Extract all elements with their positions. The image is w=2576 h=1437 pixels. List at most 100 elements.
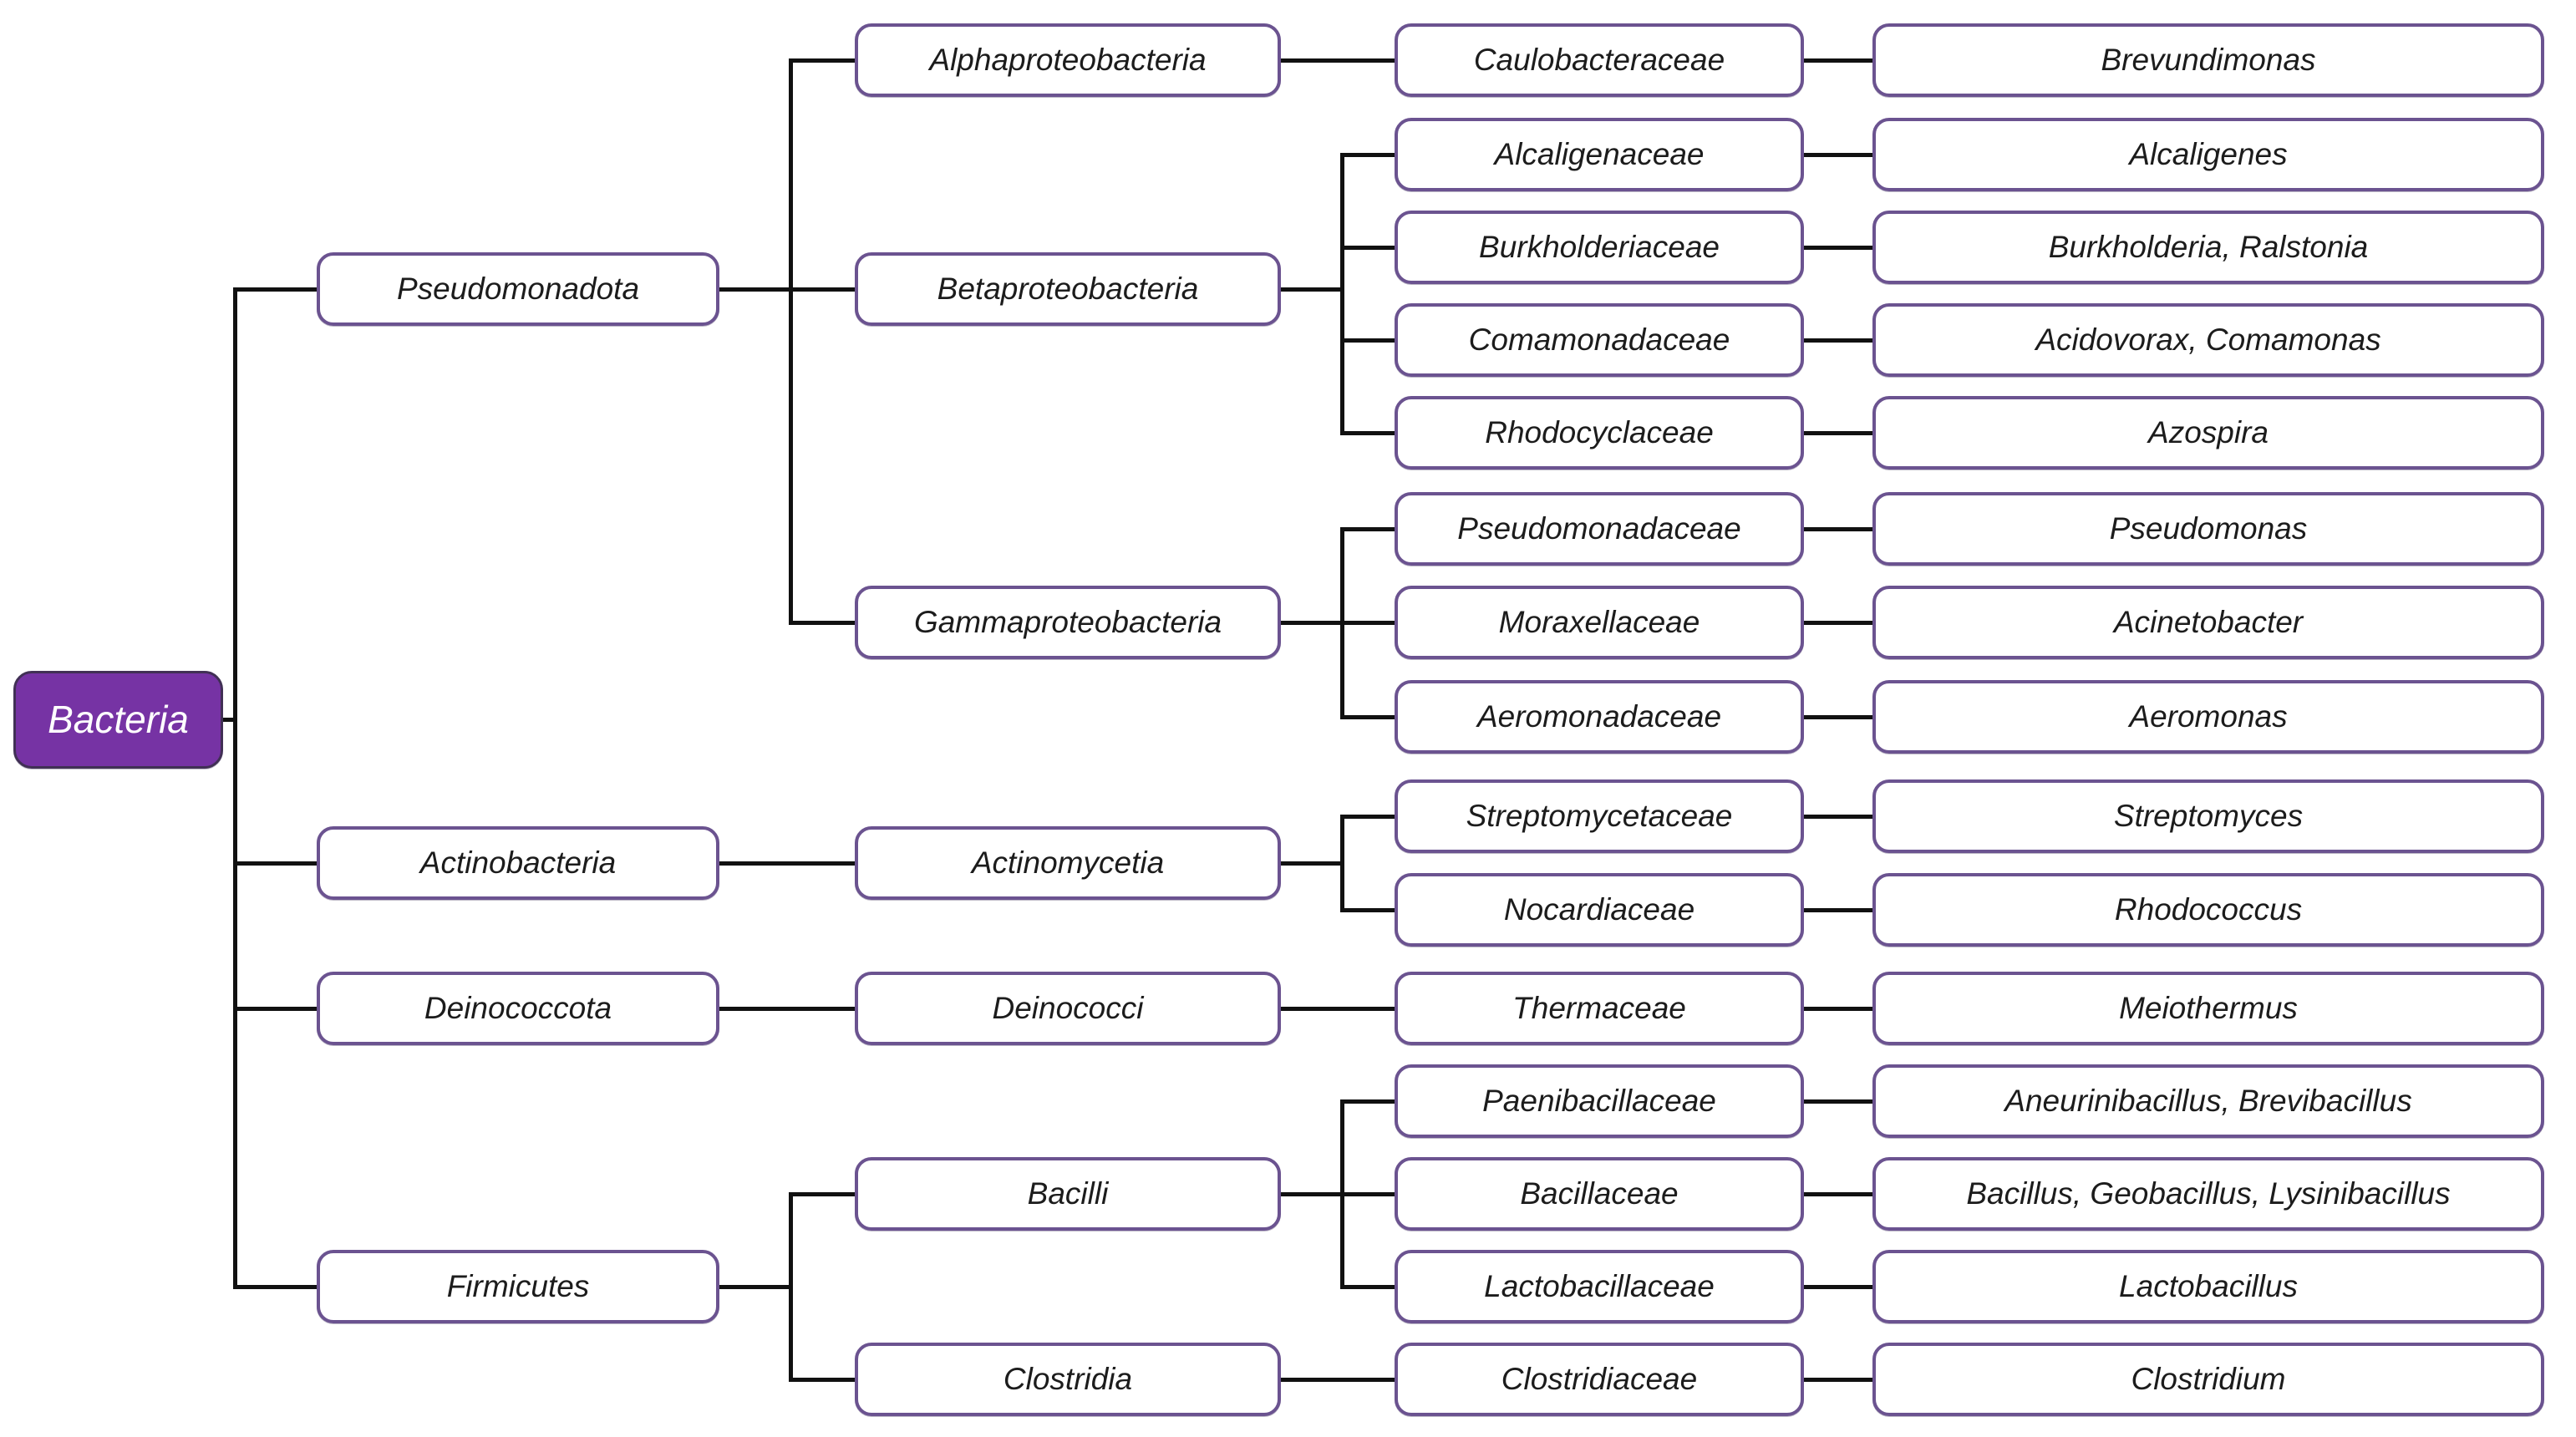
connector-bus-pseudomonadota bbox=[788, 58, 793, 625]
node-label-rhodococcus: Rhodococcus bbox=[2114, 891, 2303, 927]
node-actinomycetia: Actinomycetia bbox=[855, 826, 1281, 900]
connector-bus-actinomycetia bbox=[1339, 814, 1344, 912]
connector-clostridiaceae-clostridium bbox=[1804, 1377, 1872, 1382]
node-gammaproteobacteria: Gammaproteobacteria bbox=[855, 586, 1281, 659]
node-label-moraxellaceae: Moraxellaceae bbox=[1498, 604, 1700, 639]
connector-gammaproteobacteria-moraxellaceae bbox=[1342, 620, 1395, 625]
connector-bacillaceae-bacillus-geobacillus-lysinibacillus bbox=[1804, 1191, 1872, 1196]
connector-pseudomonadota-alphaproteobacteria bbox=[790, 58, 855, 63]
node-betaproteobacteria: Betaproteobacteria bbox=[855, 252, 1281, 326]
connector-alphaproteobacteria-caulobacteraceae bbox=[1281, 58, 1395, 63]
node-alcaligenaceae: Alcaligenaceae bbox=[1395, 118, 1804, 191]
node-label-pseudomonas: Pseudomonas bbox=[2109, 510, 2308, 546]
node-label-clostridiaceae: Clostridiaceae bbox=[1501, 1361, 1698, 1396]
connector-moraxellaceae-acinetobacter bbox=[1804, 620, 1872, 625]
node-label-paenibacillaceae: Paenibacillaceae bbox=[1482, 1083, 1716, 1118]
connector-pseudomonadaceae-pseudomonas bbox=[1804, 526, 1872, 531]
node-label-bacillus-geobacillus-lysinibacillus: Bacillus, Geobacillus, Lysinibacillus bbox=[1966, 1175, 2451, 1211]
node-label-pseudomonadaceae: Pseudomonadaceae bbox=[1457, 510, 1741, 546]
node-label-lactobacillus: Lactobacillus bbox=[2119, 1268, 2298, 1303]
node-streptomyces: Streptomyces bbox=[1872, 779, 2544, 853]
connector-streptomycetaceae-streptomyces bbox=[1804, 814, 1872, 819]
connector-deinococci-thermaceae bbox=[1281, 1006, 1395, 1011]
connector-alcaligenaceae-alcaligenes bbox=[1804, 152, 1872, 157]
node-alphaproteobacteria: Alphaproteobacteria bbox=[855, 23, 1281, 97]
node-label-rhodocyclaceae: Rhodocyclaceae bbox=[1485, 414, 1714, 449]
connector-comamonadaceae-acidovorax-comamonas bbox=[1804, 338, 1872, 343]
node-label-firmicutes: Firmicutes bbox=[446, 1268, 590, 1303]
connector-actinobacteria-actinomycetia bbox=[719, 861, 855, 866]
node-burkholderia-ralstonia: Burkholderia, Ralstonia bbox=[1872, 211, 2544, 284]
connector-firmicutes-clostridia bbox=[790, 1377, 855, 1382]
node-label-aeromonas: Aeromonas bbox=[2129, 698, 2288, 734]
node-label-nocardiaceae: Nocardiaceae bbox=[1503, 891, 1695, 927]
connector-stem-bacilli bbox=[1281, 1191, 1342, 1196]
node-label-deinococcota: Deinococcota bbox=[424, 990, 612, 1025]
node-streptomycetaceae: Streptomycetaceae bbox=[1395, 779, 1804, 853]
connector-caulobacteraceae-brevundimonas bbox=[1804, 58, 1872, 63]
node-brevundimonas: Brevundimonas bbox=[1872, 23, 2544, 97]
connector-stem-actinomycetia bbox=[1281, 861, 1342, 866]
connector-stem-pseudomonadota bbox=[719, 287, 790, 292]
connector-clostridia-clostridiaceae bbox=[1281, 1377, 1395, 1382]
node-label-alcaligenaceae: Alcaligenaceae bbox=[1494, 136, 1705, 171]
node-bacteria: Bacteria bbox=[13, 670, 223, 769]
node-label-clostridium: Clostridium bbox=[2131, 1361, 2286, 1396]
node-lactobacillaceae: Lactobacillaceae bbox=[1395, 1250, 1804, 1323]
connector-stem-bacteria bbox=[223, 717, 235, 722]
node-label-acinetobacter: Acinetobacter bbox=[2113, 604, 2304, 639]
connector-gammaproteobacteria-aeromonadaceae bbox=[1342, 714, 1395, 719]
node-comamonadaceae: Comamonadaceae bbox=[1395, 303, 1804, 377]
node-pseudomonas: Pseudomonas bbox=[1872, 492, 2544, 566]
node-thermaceae: Thermaceae bbox=[1395, 972, 1804, 1045]
node-rhodocyclaceae: Rhodocyclaceae bbox=[1395, 396, 1804, 470]
node-label-deinococci: Deinococci bbox=[992, 990, 1144, 1025]
connector-bacteria-deinococcota bbox=[235, 1006, 317, 1011]
node-label-burkholderiaceae: Burkholderiaceae bbox=[1479, 229, 1720, 264]
node-pseudomonadaceae: Pseudomonadaceae bbox=[1395, 492, 1804, 566]
connector-bus-bacteria bbox=[232, 287, 237, 1289]
connector-stem-betaproteobacteria bbox=[1281, 287, 1342, 292]
connector-bacteria-actinobacteria bbox=[235, 861, 317, 866]
node-clostridia: Clostridia bbox=[855, 1343, 1281, 1416]
node-label-actinobacteria: Actinobacteria bbox=[419, 845, 617, 880]
node-label-azospira: Azospira bbox=[2148, 414, 2269, 449]
node-label-brevundimonas: Brevundimonas bbox=[2101, 42, 2316, 77]
node-aeromonas: Aeromonas bbox=[1872, 680, 2544, 754]
node-bacilli: Bacilli bbox=[855, 1157, 1281, 1231]
node-label-aneurinibacillus-brevibacillus: Aneurinibacillus, Brevibacillus bbox=[2004, 1083, 2412, 1118]
node-label-aeromonadaceae: Aeromonadaceae bbox=[1476, 698, 1722, 734]
node-label-acidovorax-comamonas: Acidovorax, Comamonas bbox=[2035, 322, 2381, 357]
connector-rhodocyclaceae-azospira bbox=[1804, 430, 1872, 435]
connector-stem-firmicutes bbox=[719, 1284, 790, 1289]
node-label-caulobacteraceae: Caulobacteraceae bbox=[1473, 42, 1725, 77]
node-azospira: Azospira bbox=[1872, 396, 2544, 470]
node-acidovorax-comamonas: Acidovorax, Comamonas bbox=[1872, 303, 2544, 377]
node-deinococci: Deinococci bbox=[855, 972, 1281, 1045]
connector-bacilli-bacillaceae bbox=[1342, 1191, 1395, 1196]
node-caulobacteraceae: Caulobacteraceae bbox=[1395, 23, 1804, 97]
connector-bacilli-paenibacillaceae bbox=[1342, 1099, 1395, 1104]
node-label-thermaceae: Thermaceae bbox=[1512, 990, 1686, 1025]
node-label-bacilli: Bacilli bbox=[1027, 1175, 1109, 1211]
connector-betaproteobacteria-burkholderiaceae bbox=[1342, 245, 1395, 250]
node-moraxellaceae: Moraxellaceae bbox=[1395, 586, 1804, 659]
node-label-streptomycetaceae: Streptomycetaceae bbox=[1466, 798, 1733, 833]
node-lactobacillus: Lactobacillus bbox=[1872, 1250, 2544, 1323]
node-actinobacteria: Actinobacteria bbox=[317, 826, 719, 900]
connector-actinomycetia-nocardiaceae bbox=[1342, 907, 1395, 912]
node-label-burkholderia-ralstonia: Burkholderia, Ralstonia bbox=[2048, 229, 2369, 264]
node-burkholderiaceae: Burkholderiaceae bbox=[1395, 211, 1804, 284]
node-acinetobacter: Acinetobacter bbox=[1872, 586, 2544, 659]
connector-bacteria-pseudomonadota bbox=[235, 287, 317, 292]
connector-stem-gammaproteobacteria bbox=[1281, 620, 1342, 625]
connector-bus-firmicutes bbox=[788, 1191, 793, 1382]
node-clostridiaceae: Clostridiaceae bbox=[1395, 1343, 1804, 1416]
node-rhodococcus: Rhodococcus bbox=[1872, 873, 2544, 947]
connector-firmicutes-bacilli bbox=[790, 1191, 855, 1196]
node-bacillaceae: Bacillaceae bbox=[1395, 1157, 1804, 1231]
node-label-gammaproteobacteria: Gammaproteobacteria bbox=[913, 604, 1222, 639]
connector-deinococcota-deinococci bbox=[719, 1006, 855, 1011]
node-deinococcota: Deinococcota bbox=[317, 972, 719, 1045]
